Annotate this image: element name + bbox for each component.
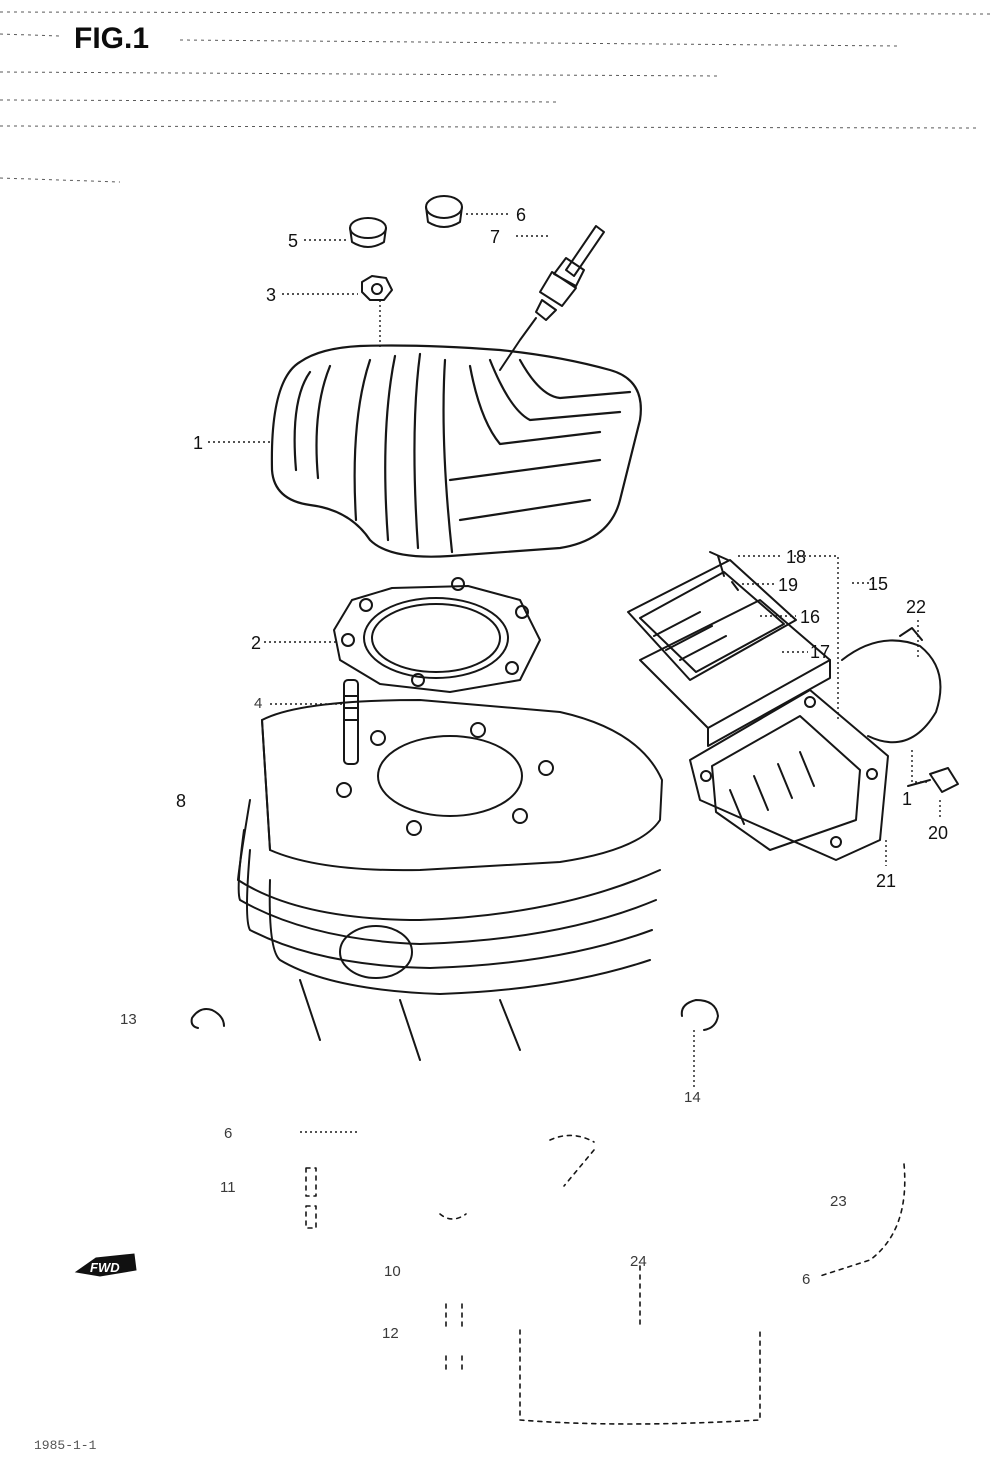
- callout-6: 6: [516, 205, 527, 225]
- callout-14: 14: [684, 1089, 701, 1106]
- scan-noise: [0, 11, 991, 183]
- reed-valve-assembly-part: [627, 551, 959, 861]
- nut-3-part: [361, 275, 393, 301]
- callout-24: 24: [630, 1253, 647, 1270]
- forward-label: FWD: [90, 1260, 120, 1275]
- callout-21: 21: [876, 871, 897, 891]
- figure-title: FIG.1: [74, 22, 150, 55]
- cap-5-part: [349, 217, 387, 248]
- callout-3: 3: [266, 285, 277, 305]
- callout-18: 18: [786, 547, 807, 567]
- stud-4-part: [343, 679, 359, 765]
- callout-22: 22: [906, 597, 927, 617]
- callout-1-reed: 1: [902, 789, 913, 809]
- lower-parts-group: [305, 1134, 906, 1425]
- clip-14-part: [680, 999, 719, 1031]
- callout-6-lower: 6: [224, 1125, 233, 1142]
- callout-7: 7: [490, 227, 501, 247]
- spark-plug-7-part: [499, 225, 605, 371]
- head-gasket-2-part: [333, 577, 541, 693]
- callout-4: 4: [254, 695, 263, 712]
- callout-16: 16: [800, 607, 821, 627]
- callout-13: 13: [120, 1011, 137, 1028]
- callout-5: 5: [288, 231, 299, 251]
- page-code: 1985-1-1: [34, 1438, 97, 1453]
- callout-8: 8: [176, 791, 187, 811]
- callout-2: 2: [251, 633, 262, 653]
- callout-12: 12: [382, 1325, 399, 1342]
- callout-10: 10: [384, 1263, 401, 1280]
- callout-6-right: 6: [802, 1271, 811, 1288]
- callout-15: 15: [868, 574, 889, 594]
- clip-13-part: [190, 1008, 225, 1029]
- callout-19: 19: [778, 575, 799, 595]
- leader-lines: [208, 213, 941, 1133]
- callout-1: 1: [193, 433, 204, 453]
- fwd-arrow-shape: [74, 1253, 137, 1277]
- callout-23: 23: [830, 1193, 847, 1210]
- forward-arrow-icon: FWD: [72, 1252, 142, 1292]
- callout-20: 20: [928, 823, 949, 843]
- cylinder-head-1-part: [270, 344, 642, 558]
- callout-11: 11: [220, 1179, 236, 1196]
- cap-6-part: [425, 195, 463, 228]
- cylinder-8-part: [237, 699, 663, 1061]
- callout-17: 17: [810, 642, 831, 662]
